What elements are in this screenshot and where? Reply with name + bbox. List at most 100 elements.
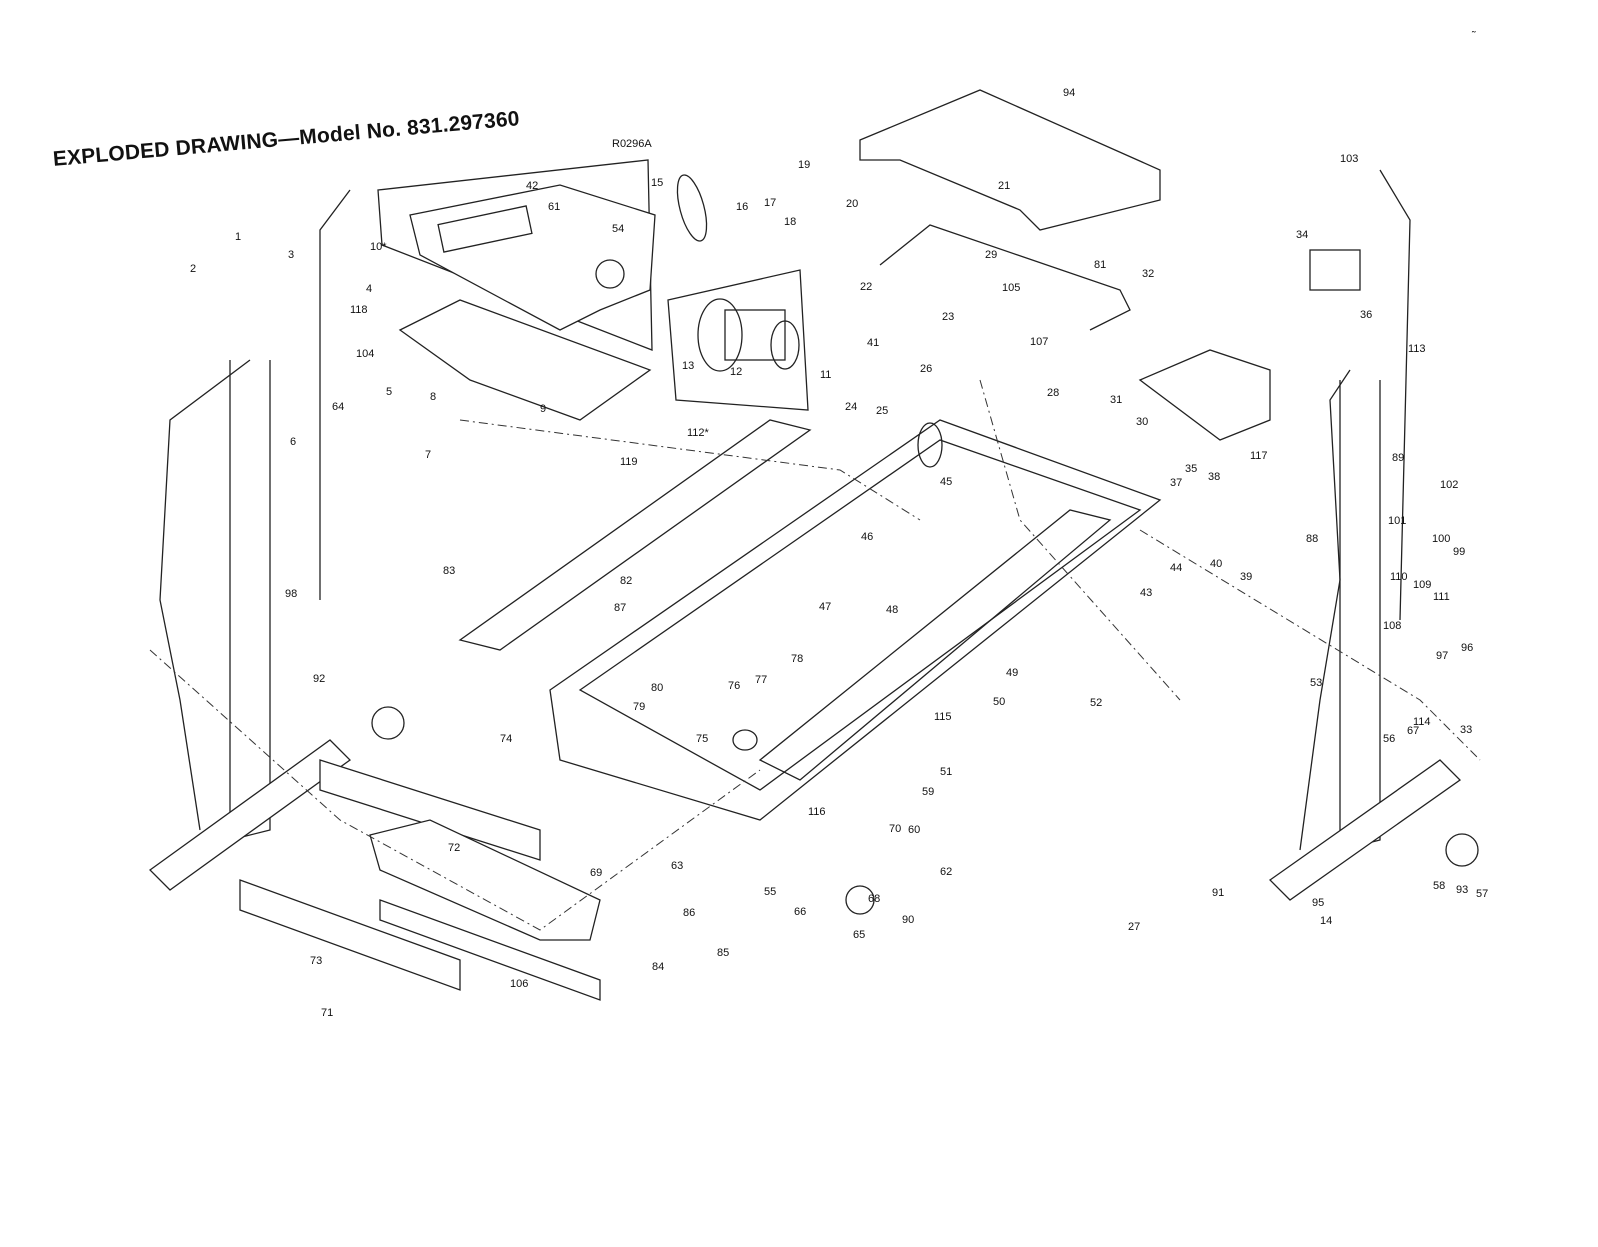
callout-41: 41 [867, 337, 879, 349]
callout-12: 12 [730, 366, 742, 378]
callout-35: 35 [1185, 463, 1197, 475]
callout-108: 108 [1383, 620, 1401, 632]
callout-83: 83 [443, 565, 455, 577]
callout-111: 111 [1433, 591, 1450, 603]
console-display [437, 205, 533, 253]
callout-30: 30 [1136, 416, 1148, 428]
callout-5: 5 [386, 386, 392, 398]
assembly-guide-1 [149, 649, 761, 931]
left-handrail [159, 359, 251, 831]
callout-76: 76 [728, 680, 740, 692]
callout-23: 23 [942, 311, 954, 323]
deck-frame [549, 419, 1162, 821]
callout-37: 37 [1170, 477, 1182, 489]
callout-54: 54 [612, 223, 624, 235]
callout-104: 104 [356, 348, 374, 360]
callout-77: 77 [755, 674, 767, 686]
incline-motor [845, 885, 875, 915]
callout-24: 24 [845, 401, 857, 413]
drawing-reference: R0296A [612, 138, 652, 150]
callout-7: 7 [425, 449, 431, 461]
callout-2: 2 [190, 263, 196, 275]
callout-112-star: 112* [687, 427, 710, 439]
callout-48: 48 [886, 604, 898, 616]
callout-6: 6 [290, 436, 296, 448]
assembly-guide-4 [459, 419, 921, 521]
right-base-frame [1268, 759, 1462, 901]
callout-27: 27 [1128, 921, 1140, 933]
callout-16: 16 [736, 201, 748, 213]
callout-28: 28 [1047, 387, 1059, 399]
callout-62: 62 [940, 866, 952, 878]
callout-42: 42 [526, 180, 538, 192]
callout-4: 4 [366, 283, 372, 295]
callout-113: 113 [1408, 343, 1426, 355]
callout-90: 90 [902, 914, 914, 926]
callout-31: 31 [1110, 394, 1122, 406]
callout-9: 9 [540, 403, 546, 415]
callout-50: 50 [993, 696, 1005, 708]
motor-inset-frame [667, 269, 809, 411]
callout-3: 3 [288, 249, 294, 261]
callout-40: 40 [1210, 558, 1222, 570]
left-base-frame [149, 739, 351, 891]
callout-84: 84 [652, 961, 664, 973]
callout-106: 106 [510, 978, 528, 990]
callout-72: 72 [448, 842, 460, 854]
callout-26: 26 [920, 363, 932, 375]
rear-crossbar-upper [319, 759, 541, 861]
callout-99: 99 [1453, 546, 1465, 558]
callout-79: 79 [633, 701, 645, 713]
motor-mount-plate [1138, 349, 1271, 441]
rear-roller [732, 729, 758, 751]
right-upper-tube [1379, 169, 1411, 621]
callout-67: 67 [1407, 725, 1419, 737]
callout-66: 66 [794, 906, 806, 918]
motor-hood [859, 89, 1161, 231]
controller-bracket [1309, 249, 1361, 291]
left-upright [229, 360, 271, 841]
callout-78: 78 [791, 653, 803, 665]
console-cup-holder [595, 259, 625, 289]
callout-20: 20 [846, 198, 858, 210]
callout-46: 46 [861, 531, 873, 543]
callout-89: 89 [1392, 452, 1404, 464]
walking-deck [578, 439, 1142, 791]
left-upper-tube [319, 189, 351, 600]
callout-33: 33 [1460, 724, 1472, 736]
callout-102: 102 [1440, 479, 1458, 491]
right-side-rail [758, 509, 1112, 781]
corner-mark: ˜ [1472, 30, 1476, 42]
callout-69: 69 [590, 867, 602, 879]
callout-34: 34 [1296, 229, 1308, 241]
callout-116: 116 [808, 806, 826, 818]
callout-36: 36 [1360, 309, 1372, 321]
callout-110: 110 [1390, 571, 1408, 583]
callout-43: 43 [1140, 587, 1152, 599]
callout-29: 29 [985, 249, 997, 261]
callout-53: 53 [1310, 677, 1322, 689]
callout-109: 109 [1413, 579, 1431, 591]
callout-98: 98 [285, 588, 297, 600]
callout-17: 17 [764, 197, 776, 209]
console [409, 184, 656, 331]
flywheel [697, 298, 743, 372]
callout-87: 87 [614, 602, 626, 614]
callout-47: 47 [819, 601, 831, 613]
callout-92: 92 [313, 673, 325, 685]
rear-crossbar-lower [239, 879, 461, 991]
console-base-plate [398, 299, 652, 421]
callout-38: 38 [1208, 471, 1220, 483]
console-inset-frame [377, 159, 653, 351]
callout-8: 8 [430, 391, 436, 403]
callout-49: 49 [1006, 667, 1018, 679]
motor-end-cap [770, 320, 800, 370]
callout-39: 39 [1240, 571, 1252, 583]
callout-91: 91 [1212, 887, 1224, 899]
left-side-rail [458, 419, 812, 651]
callout-105: 105 [1002, 282, 1020, 294]
callout-18: 18 [784, 216, 796, 228]
right-wheel [1445, 833, 1479, 867]
